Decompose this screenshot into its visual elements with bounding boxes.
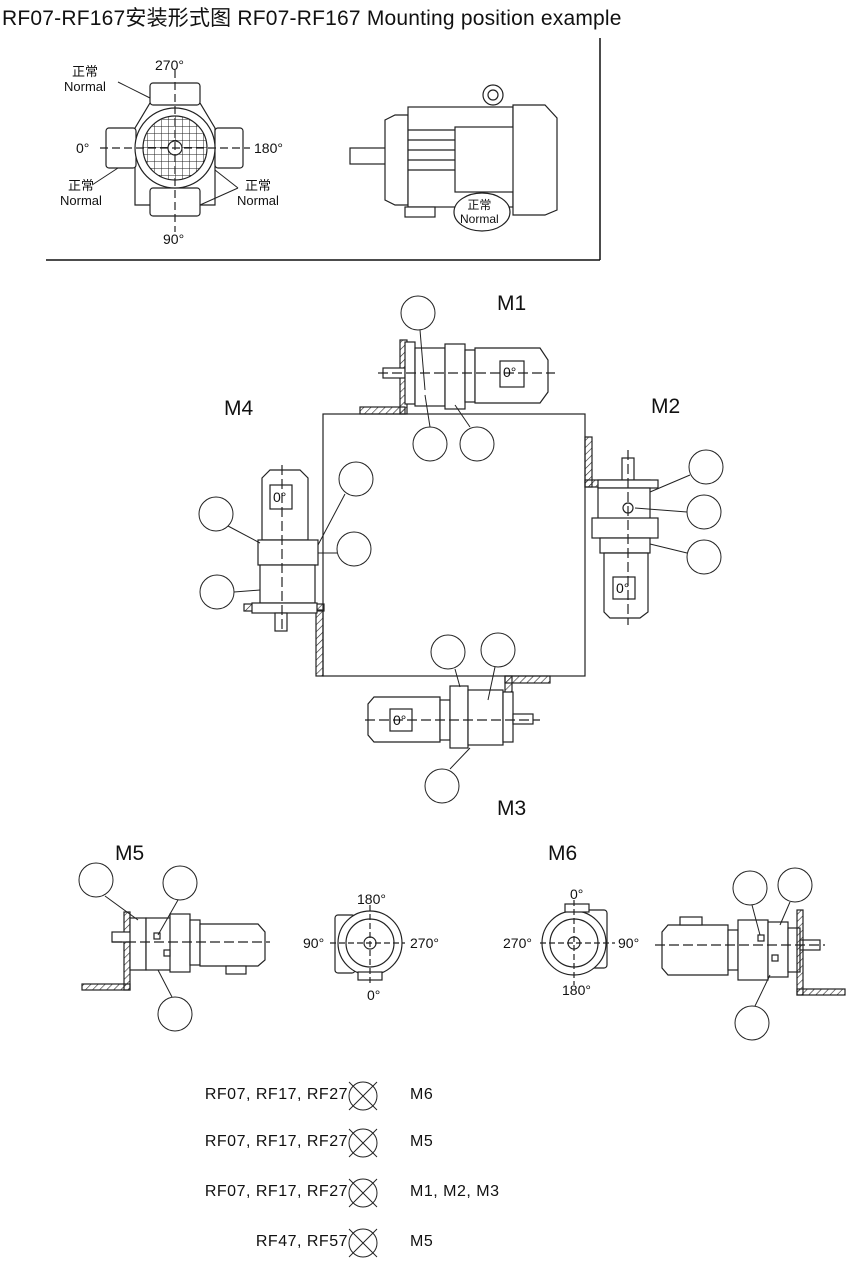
- indicator-symbols: [78, 295, 813, 1041]
- angle-270-label: 270°: [155, 57, 184, 73]
- m6-gearmotor: [540, 900, 846, 996]
- top-panel-frame: [46, 38, 601, 261]
- m4-label: M4: [224, 397, 254, 420]
- m6-angle-left: 270°: [503, 935, 532, 951]
- m6-angle-right: 90°: [618, 935, 640, 951]
- restriction-models: RF07, RF17, RF27: [204, 1133, 348, 1150]
- m5-angle-right: 270°: [410, 935, 439, 951]
- m5-angle-bottom: 0°: [367, 987, 381, 1003]
- m4-gearmotor: [251, 465, 319, 632]
- m5-angle-left: 90°: [303, 935, 325, 951]
- m2-box-angle: 0°: [616, 580, 630, 596]
- restriction-positions: M1, M2, M3: [410, 1183, 500, 1200]
- angle-90-label: 90°: [163, 231, 185, 247]
- m3-box-angle: 0°: [393, 712, 407, 728]
- restriction-models: RF07, RF17, RF27: [204, 1086, 348, 1103]
- motor-side-view: [349, 84, 558, 232]
- m5-label: M5: [115, 842, 145, 865]
- restriction-positions: M5: [410, 1133, 434, 1150]
- m3-gearmotor: [365, 685, 540, 749]
- angle-0-label: 0°: [76, 140, 90, 156]
- m4-box-angle: 0°: [273, 489, 287, 505]
- restriction-models: RF07, RF17, RF27: [204, 1183, 348, 1200]
- m1-label: M1: [497, 292, 527, 315]
- m1-box-angle: 0°: [503, 364, 517, 380]
- angle-180-label: 180°: [254, 140, 283, 156]
- restriction-models: RF47, RF57: [255, 1233, 348, 1250]
- terminal-box-front-view: [91, 70, 250, 232]
- m3-label: M3: [497, 797, 527, 820]
- m6-angle-top: 0°: [570, 886, 584, 902]
- mounting-block: [243, 339, 651, 737]
- normal-label-right: 正常 Normal: [237, 178, 279, 208]
- m1-gearmotor: [378, 341, 555, 410]
- m2-label: M2: [651, 395, 681, 418]
- m6-angle-bottom: 180°: [562, 982, 591, 998]
- motor-normal-label: 正常 Normal: [460, 198, 499, 226]
- m2-gearmotor: [591, 450, 659, 625]
- normal-label-top: 正常 Normal: [64, 64, 106, 94]
- restriction-positions: M6: [410, 1086, 434, 1103]
- normal-label-left: 正常 Normal: [60, 178, 102, 208]
- m5-angle-top: 180°: [357, 891, 386, 907]
- page-title: RF07-RF167安装形式图 RF07-RF167 Mounting posi…: [2, 7, 622, 30]
- restriction-positions: M5: [410, 1233, 434, 1250]
- m6-label: M6: [548, 842, 578, 865]
- restriction-symbols: [348, 1081, 378, 1258]
- m5-gearmotor: [81, 905, 405, 991]
